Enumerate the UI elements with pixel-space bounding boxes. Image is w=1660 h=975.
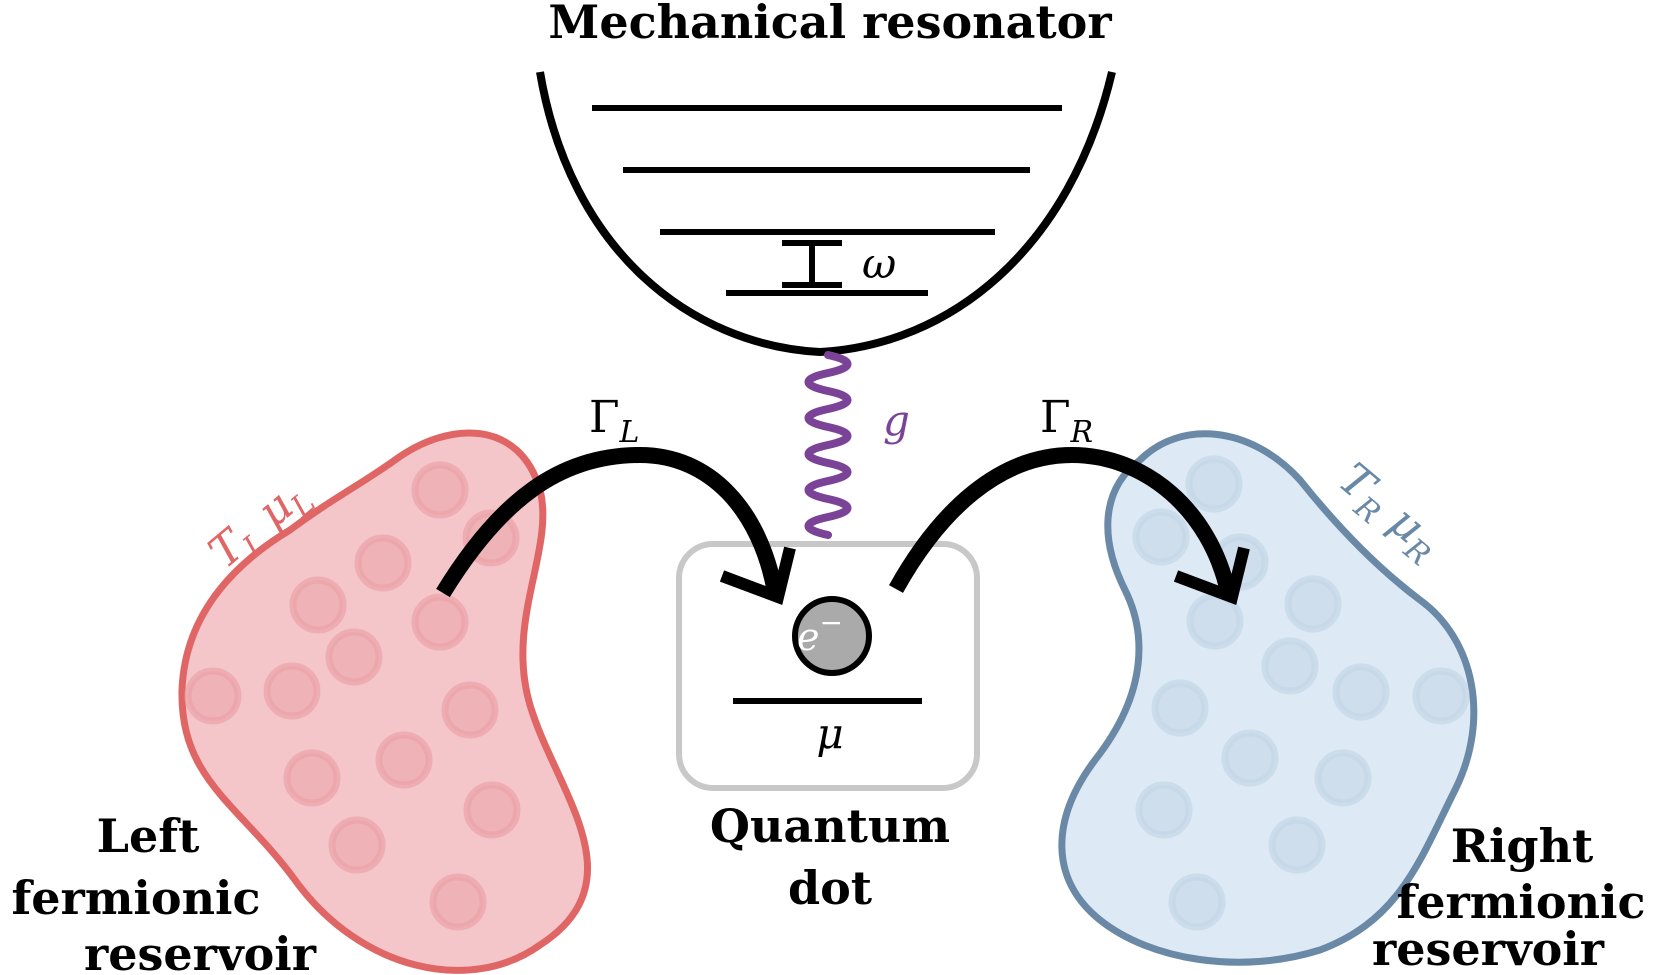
electron-label: e− [797, 606, 843, 659]
resonator-title: Mechanical resonator [548, 0, 1112, 49]
right-reservoir-particle [1314, 749, 1372, 807]
right-reservoir-particle [1185, 455, 1243, 513]
left-reservoir-particle [328, 816, 386, 874]
right-reservoir-particle [1332, 663, 1390, 721]
mechanical-resonator: Mechanical resonator ω [536, 0, 1116, 357]
left-reservoir-particle [463, 781, 521, 839]
left-reservoir: TLμL Left fermionic reservoir [11, 429, 591, 975]
left-reservoir-particle [283, 749, 341, 807]
right-reservoir-particles [1132, 455, 1470, 931]
tunneling-right: ΓR [889, 392, 1250, 605]
harmonic-potential-well [536, 71, 1116, 357]
omega-label: ω [862, 239, 896, 288]
right-reservoir-particle [1261, 637, 1319, 695]
right-reservoir: TRμR Right fermionic reservoir [1058, 430, 1646, 975]
left-reservoir-particle [411, 461, 469, 519]
right-reservoir-particle [1412, 667, 1470, 725]
right-reservoir-particle [1135, 781, 1193, 839]
right-caption-line2: fermionic [1396, 875, 1645, 929]
left-caption-line2: fermionic [11, 871, 260, 925]
right-arrowhead [1173, 546, 1250, 605]
left-tunneling-arrow [436, 446, 783, 598]
left-reservoir-particle [429, 873, 487, 931]
left-reservoir-caption: Left fermionic reservoir [11, 809, 316, 975]
quantum-dot: e− μ Quantum dot [676, 541, 980, 915]
left-reservoir-particle [184, 667, 242, 725]
left-reservoir-particle [263, 662, 321, 720]
electron [792, 596, 872, 676]
right-reservoir-particle [1168, 873, 1226, 931]
left-caption-line3: reservoir [84, 927, 317, 975]
left-reservoir-particle [441, 681, 499, 739]
right-caption-line1: Right [1451, 819, 1594, 873]
coupling-spring: g [804, 351, 910, 539]
dot-level-mu-label: μ [816, 709, 843, 758]
qd-caption-line2: dot [788, 861, 873, 915]
coupling-g-label: g [883, 396, 910, 445]
left-arrowhead [719, 546, 796, 605]
right-reservoir-particle [1221, 729, 1279, 787]
right-tunneling-arrow [889, 446, 1236, 594]
spring-coil [804, 351, 852, 539]
right-caption-line3: reservoir [1372, 922, 1605, 975]
right-reservoir-particle [1268, 816, 1326, 874]
left-reservoir-particle [375, 731, 433, 789]
right-reservoir-particle [1284, 575, 1342, 633]
left-reservoir-particle [354, 534, 412, 592]
gamma-right-label: ΓR [1040, 392, 1093, 450]
right-reservoir-particle [1132, 508, 1190, 566]
left-reservoir-particle [289, 576, 347, 634]
left-reservoir-particle [325, 628, 383, 686]
right-reservoir-particle [1151, 679, 1209, 737]
left-caption-line1: Left [97, 809, 200, 863]
right-reservoir-caption: Right fermionic reservoir [1372, 819, 1646, 975]
gamma-left-label: ΓL [589, 392, 639, 450]
qd-caption-line1: Quantum [710, 799, 950, 853]
tunneling-left: ΓL [436, 392, 796, 605]
level-spacing-marker [782, 240, 842, 288]
left-reservoir-particle [411, 593, 469, 651]
